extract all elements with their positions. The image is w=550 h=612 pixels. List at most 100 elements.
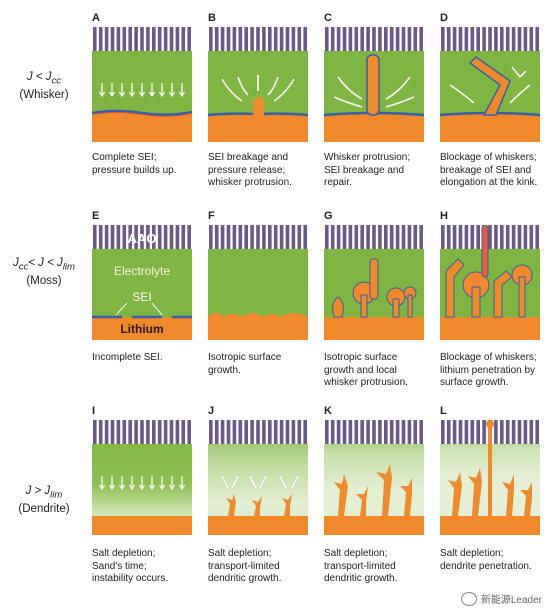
aao-pore-wall [279, 225, 284, 249]
down-arrow-icon [168, 476, 176, 491]
aao-pore-wall [441, 225, 445, 249]
aao-pore-wall [93, 225, 97, 249]
aao-pore-wall [372, 27, 376, 51]
aao-pore-wall [279, 27, 284, 51]
aao-pore-wall [303, 420, 307, 444]
aao-pore-wall [488, 27, 492, 51]
aao-pore-wall [441, 27, 445, 51]
aao-pore-wall [494, 27, 498, 51]
aao-pore-wall [297, 225, 302, 249]
aao-pore-wall [517, 420, 522, 444]
down-arrow-icon [118, 83, 126, 98]
aao-pore-wall [163, 420, 168, 444]
aao-pore-wall [413, 27, 418, 51]
aao-pore-wall [482, 420, 486, 444]
aao-pore-wall [458, 27, 463, 51]
aao-pore-wall [464, 420, 469, 444]
aao-pore-wall [187, 420, 191, 444]
panel-letter-j: J [208, 405, 215, 417]
aao-pore-wall [348, 27, 353, 51]
panel-letter-l: L [440, 405, 447, 417]
aao-pore-wall [181, 27, 186, 51]
lithium-label: Lithium [120, 322, 163, 336]
panel-c-illustration [324, 27, 424, 142]
watermark: 新能源Leader [460, 591, 542, 606]
aao-pore-wall [268, 225, 272, 249]
aao-pore-wall [476, 420, 480, 444]
aao-pore-wall [452, 27, 457, 51]
aao-pore-wall [285, 225, 290, 249]
wechat-icon [460, 591, 477, 606]
aao-pore-wall [226, 420, 231, 444]
aao-pore-wall [140, 225, 144, 249]
down-arrow-icon [128, 476, 136, 491]
down-arrow-icon [178, 83, 186, 98]
aao-pore-wall [262, 420, 266, 444]
aao-pore-wall [273, 420, 278, 444]
aao-pore-wall [262, 27, 266, 51]
aao-pore-wall [209, 27, 213, 51]
aao-pore-wall [464, 225, 469, 249]
down-arrow-icon [158, 83, 166, 98]
watermark-text: 新能源Leader [480, 595, 542, 606]
aao-pore-wall [181, 225, 186, 249]
aao-pore-wall [529, 27, 534, 51]
aao-pore-wall [366, 27, 370, 51]
down-arrow-icon [168, 83, 176, 98]
aao-pore-wall [291, 27, 296, 51]
aao-pore-wall [268, 420, 272, 444]
aao-pore-wall [325, 27, 329, 51]
row-label-moss: Jcc< J < Jlim (Moss) [12, 257, 76, 288]
aao-pore-wall [523, 420, 528, 444]
aao-pore-wall [441, 420, 445, 444]
aao-pore-wall [384, 420, 388, 444]
aao-pore-wall [517, 225, 522, 249]
panel-letter-h: H [440, 210, 448, 222]
aao-pore-wall [378, 225, 382, 249]
panel-letter-a: A [92, 12, 100, 24]
aao-pore-wall [325, 225, 329, 249]
aao-pore-wall [419, 27, 423, 51]
aao-pore-wall [348, 420, 353, 444]
aao-pore-wall [360, 225, 364, 249]
aao-pore-wall [517, 27, 522, 51]
aao-pore-wall [494, 420, 498, 444]
panel-letter-f: F [208, 210, 215, 222]
aao-pore-wall [500, 27, 504, 51]
aao-pore-wall [401, 27, 406, 51]
aao-pore-wall [250, 420, 254, 444]
aao-pore-wall [297, 27, 302, 51]
aao-pore-wall [122, 225, 127, 249]
aao-pore-wall [458, 225, 463, 249]
panel-letter-c: C [324, 12, 332, 24]
aao-pore-wall [446, 27, 451, 51]
aao-label: AAO [128, 231, 157, 246]
aao-pore-wall [232, 225, 237, 249]
panel-j-illustration [208, 420, 308, 535]
aao-pore-wall [470, 420, 475, 444]
aao-pore-wall [238, 225, 243, 249]
aao-pore-wall [163, 27, 168, 51]
down-arrow-icon [178, 476, 186, 491]
aao-pore-wall [354, 225, 359, 249]
aao-pore-wall [98, 225, 103, 249]
aao-pore-wall [470, 27, 475, 51]
caption-e: Incomplete SEI. [92, 352, 163, 363]
aao-pore-wall [169, 225, 174, 249]
aao-pore-wall [226, 27, 231, 51]
aao-pore-wall [146, 420, 150, 444]
aao-pore-wall [342, 225, 347, 249]
panel-a-illustration [92, 27, 192, 142]
caption-d: Blockage of whiskers;breakage of SEI and… [440, 152, 538, 188]
down-arrow-icon [108, 83, 116, 98]
aao-pore-wall [413, 420, 418, 444]
aao-pore-wall [354, 420, 359, 444]
aao-pore-wall [116, 225, 121, 249]
aao-pore-wall [389, 225, 394, 249]
aao-pore-wall [104, 225, 109, 249]
panel-letter-d: D [440, 12, 448, 24]
aao-pore-wall [98, 27, 103, 51]
